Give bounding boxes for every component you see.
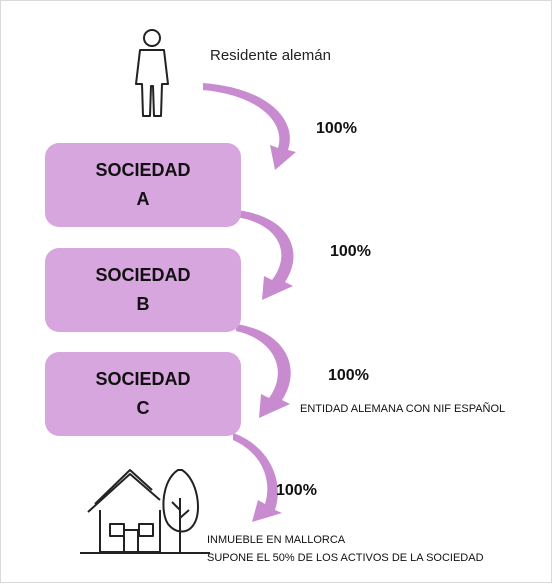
entity-note: ENTIDAD ALEMANA CON NIF ESPAÑOL [300, 403, 506, 415]
property-note-line2: SUPONE EL 50% DE LOS ACTIVOS DE LA SOCIE… [207, 552, 484, 564]
ownership-percent: 100% [330, 243, 371, 260]
company-box-a: SOCIEDAD A [45, 143, 241, 227]
house-icon [80, 469, 210, 554]
company-name: SOCIEDAD [95, 160, 191, 181]
company-box-b: SOCIEDAD B [45, 248, 241, 332]
company-name: SOCIEDAD [95, 369, 191, 390]
ownership-arrows [203, 83, 296, 522]
company-box-c: SOCIEDAD C [45, 352, 241, 436]
ownership-percent: 100% [316, 120, 357, 137]
property-note-line1: INMUEBLE EN MALLORCA [207, 534, 346, 546]
ownership-percent: 100% [276, 482, 317, 499]
company-letter: C [136, 398, 150, 418]
arrow-c-to-property [233, 433, 282, 522]
arrow-b-to-c [236, 324, 291, 418]
ownership-percent: 100% [328, 367, 369, 384]
tree-icon [162, 469, 199, 553]
arrow-a-to-b [236, 210, 294, 300]
person-label: Residente alemán [210, 47, 331, 64]
company-letter: B [136, 294, 150, 314]
arrow-person-to-a [203, 83, 296, 170]
person-icon [135, 29, 169, 117]
company-name: SOCIEDAD [95, 265, 191, 286]
company-letter: A [136, 189, 150, 209]
